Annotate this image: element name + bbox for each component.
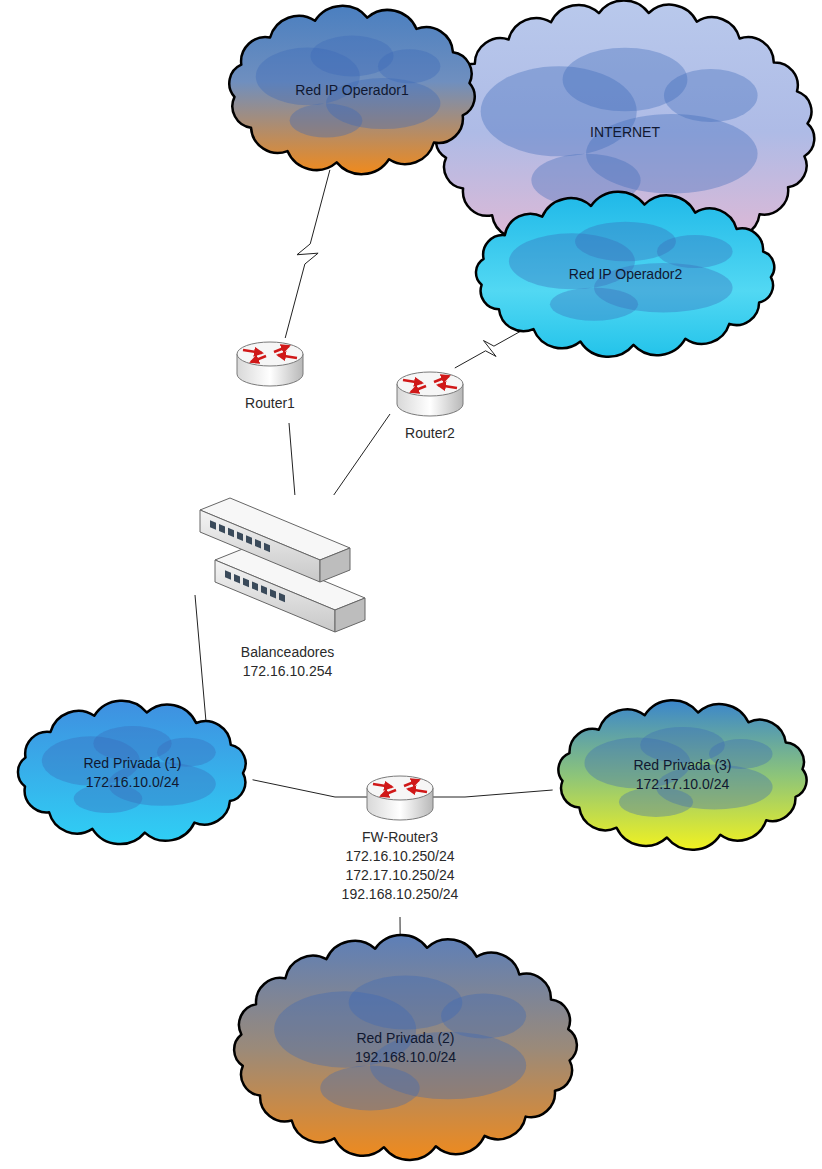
cloud-fill	[476, 192, 774, 357]
router-arrow	[274, 346, 289, 352]
switch-port	[252, 581, 258, 591]
ip-address: 172.17.10.0/24	[636, 775, 729, 794]
node-label: Router1	[245, 394, 295, 413]
cloud-puff	[550, 288, 638, 321]
network-link	[253, 780, 335, 797]
cloud-outline	[558, 700, 806, 850]
network-link	[289, 423, 295, 495]
router-arrow	[434, 376, 449, 382]
network-link	[465, 790, 553, 797]
router-node: Router2	[390, 368, 470, 460]
node-text-group: FW-Router3172.16.10.250/24172.17.10.250/…	[335, 828, 465, 904]
network-cloud: Red Privada (1)172.16.10.0/24	[10, 700, 255, 845]
router-arrow	[403, 380, 422, 383]
node-label: Red Privada (2)	[356, 1029, 454, 1048]
node-label: INTERNET	[590, 123, 660, 142]
cloud-puff	[657, 235, 733, 268]
cloud-puff	[290, 104, 363, 138]
cloud-outline	[234, 935, 577, 1160]
network-link	[195, 595, 206, 722]
node-label: Balanceadores	[241, 643, 334, 662]
switch-face	[200, 510, 320, 582]
port-stub	[432, 797, 465, 798]
switch-port	[279, 593, 285, 603]
node-text-group: Router1	[232, 394, 308, 413]
cloud-fill	[18, 701, 246, 844]
switch-port	[234, 574, 240, 584]
ip-address: 172.16.10.254	[243, 662, 333, 681]
node-text-group: INTERNET	[430, 123, 820, 142]
port-stub	[335, 797, 368, 798]
serial-link	[285, 170, 330, 338]
node-text-group: Balanceadores172.16.10.254	[195, 643, 380, 681]
router-arrow	[278, 355, 297, 358]
cloud-shape	[550, 700, 815, 850]
router-node: Router1	[232, 338, 308, 423]
cloud-fill	[436, 0, 815, 263]
router-arrow	[381, 790, 396, 796]
node-label: Red IP Operador2	[569, 265, 682, 284]
switch-port	[243, 578, 249, 588]
node-text-group: Red Privada (1)172.16.10.0/24	[10, 754, 255, 792]
node-text-group: Red Privada (2)192.168.10.0/24	[228, 1029, 583, 1067]
cloud-puff	[378, 49, 440, 83]
ip-address: 172.16.10.0/24	[86, 773, 179, 792]
node-text-group: Router2	[390, 424, 470, 443]
cloud-shape	[10, 700, 255, 845]
ip-address: 172.16.10.250/24	[346, 847, 455, 866]
switch-port	[255, 539, 261, 549]
switch-port	[264, 543, 270, 553]
router-top	[367, 776, 433, 800]
ip-address: 172.17.10.250/24	[346, 866, 455, 885]
router-top	[397, 372, 463, 396]
cloud-outline	[476, 192, 774, 357]
switch-port	[219, 524, 225, 534]
network-link	[334, 414, 390, 495]
switch-port	[237, 531, 243, 541]
load-balancer: Balanceadores172.16.10.254	[195, 495, 380, 695]
switch-port	[228, 528, 234, 538]
switch-port	[210, 520, 216, 530]
node-text-group: Red IP Operador2	[468, 265, 783, 284]
cloud-puff	[664, 69, 758, 122]
router-arrow	[251, 356, 266, 362]
network-cloud: Red Privada (2)192.168.10.0/24	[228, 935, 583, 1160]
router-arrow	[404, 780, 419, 786]
router-top	[237, 342, 303, 366]
router-arrow	[243, 350, 262, 353]
cloud-fill	[234, 935, 577, 1160]
router-shape	[390, 368, 470, 460]
node-label: Red Privada (1)	[83, 754, 181, 773]
router-arrow	[408, 789, 427, 792]
node-label: Router2	[405, 424, 455, 443]
ip-address: 192.168.10.0/24	[355, 1048, 456, 1067]
router-arrow	[438, 385, 457, 388]
serial-link	[455, 329, 525, 368]
switch-port	[270, 589, 276, 599]
router-arrow	[411, 386, 426, 392]
node-label: FW-Router3	[362, 828, 438, 847]
cloud-outline	[18, 701, 246, 844]
node-label: Red Privada (3)	[633, 756, 731, 775]
node-text-group: Red Privada (3)172.17.10.0/24	[550, 756, 815, 794]
network-cloud: Red IP Operador1	[222, 5, 482, 175]
router-node: FW-Router3172.16.10.250/24172.17.10.250/…	[335, 772, 465, 917]
node-label: Red IP Operador1	[295, 81, 408, 100]
cloud-outline	[436, 0, 815, 263]
switch-face	[335, 598, 365, 632]
node-text-group: Red IP Operador1	[222, 81, 482, 100]
cloud-shape	[228, 935, 583, 1160]
switch-port	[261, 585, 267, 595]
cloud-puff	[320, 1066, 419, 1111]
network-cloud: Red IP Operador2	[468, 192, 783, 357]
switch-port	[246, 535, 252, 545]
cloud-fill	[558, 700, 806, 850]
switch-port	[225, 570, 231, 580]
switch-face	[320, 548, 350, 582]
network-cloud: Red Privada (3)172.17.10.0/24	[550, 700, 815, 850]
ip-address: 192.168.10.250/24	[342, 885, 459, 904]
router-arrow	[373, 784, 392, 787]
